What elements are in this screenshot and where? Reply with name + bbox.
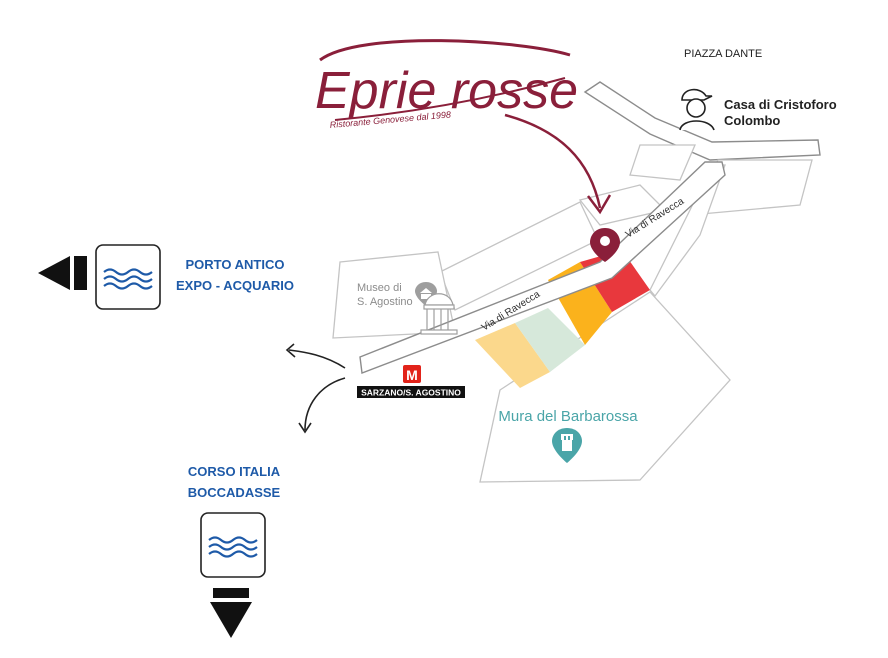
street-piazza-dante — [583, 81, 821, 161]
metro-station-name: SARZANO/S. AGOSTINO — [361, 388, 461, 398]
restaurant-logo: Eprie rosse Ristorante Genovese dal 1998 — [315, 39, 578, 130]
location-pin-icon[interactable] — [590, 228, 620, 262]
piazza-dante-label: PIAZZA DANTE — [684, 48, 762, 60]
metro-letter: M — [406, 367, 418, 383]
tower-pin-icon[interactable] — [552, 428, 582, 463]
museo-label-line1: Museo di — [357, 282, 402, 294]
casa-colombo-line1: Casa di Cristoforo — [724, 97, 837, 112]
metro-icon[interactable]: M — [403, 365, 421, 383]
tempietto-drawing — [420, 293, 458, 335]
logo-to-pin-arrow — [504, 113, 602, 209]
porto-antico-line2: EXPO - ACQUARIO — [176, 278, 294, 293]
block-green — [515, 308, 585, 372]
sea-waves-icon[interactable] — [95, 244, 161, 310]
direction-arrow-down — [304, 377, 346, 431]
building-block-north — [629, 144, 696, 181]
direction-arrow-left-head — [285, 343, 296, 358]
museo-label-line2: S. Agostino — [357, 296, 413, 308]
metro-station-plate — [357, 386, 465, 398]
mura-label: Mura del Barbarossa — [498, 408, 638, 425]
sea-waves-icon-bottom[interactable] — [200, 512, 266, 578]
building-block-right — [649, 164, 726, 298]
block-peach — [475, 323, 550, 388]
arrow-left-icon[interactable] — [38, 256, 87, 290]
corso-italia-line1: CORSO ITALIA — [188, 464, 281, 479]
corso-italia-line2: BOCCADASSE — [188, 485, 281, 500]
porto-antico-line1: PORTO ANTICO — [186, 257, 285, 272]
building-block-mura — [479, 291, 731, 483]
logo-arrow-head — [587, 194, 612, 215]
casa-colombo-line2: Colombo — [724, 113, 780, 128]
arrow-down-icon[interactable] — [210, 588, 252, 638]
direction-arrow-down-head — [298, 422, 312, 434]
logo-name: Eprie rosse — [315, 62, 578, 120]
colombo-portrait-icon — [679, 88, 715, 131]
direction-arrow-left — [288, 349, 346, 369]
